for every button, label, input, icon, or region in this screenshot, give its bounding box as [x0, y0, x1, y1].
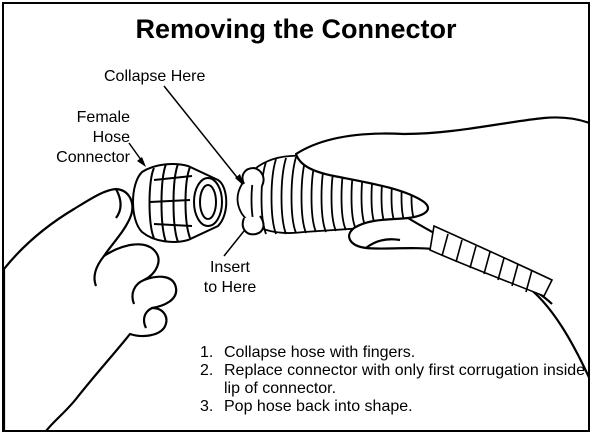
instruction-steps: 1. Collapse hose with fingers. 2. Replac…	[200, 344, 590, 416]
step-text: Replace connector with only first corrug…	[224, 362, 585, 397]
female-label-line1: Female	[34, 108, 130, 127]
female-hose-connector	[133, 164, 226, 242]
insert-label-line2: to Here	[192, 278, 268, 297]
step-number: 2.	[200, 362, 213, 380]
step-item: 3. Pop hose back into shape.	[200, 398, 590, 416]
step-text: Collapse hose with fingers.	[224, 344, 415, 361]
female-label-line2: Hose	[34, 128, 130, 147]
female-label-line3: Connector	[14, 148, 130, 167]
diagram-frame: Removing the Connector	[2, 2, 590, 432]
step-item: 1. Collapse hose with fingers.	[200, 344, 590, 362]
female-arrowhead	[137, 157, 146, 167]
step-number: 3.	[200, 398, 213, 416]
collapse-here-label: Collapse Here	[104, 67, 205, 86]
step-item: 2. Replace connector with only first cor…	[200, 362, 590, 398]
insert-label-line1: Insert	[200, 258, 260, 277]
step-text: Pop hose back into shape.	[224, 398, 413, 415]
step-number: 1.	[200, 344, 213, 362]
